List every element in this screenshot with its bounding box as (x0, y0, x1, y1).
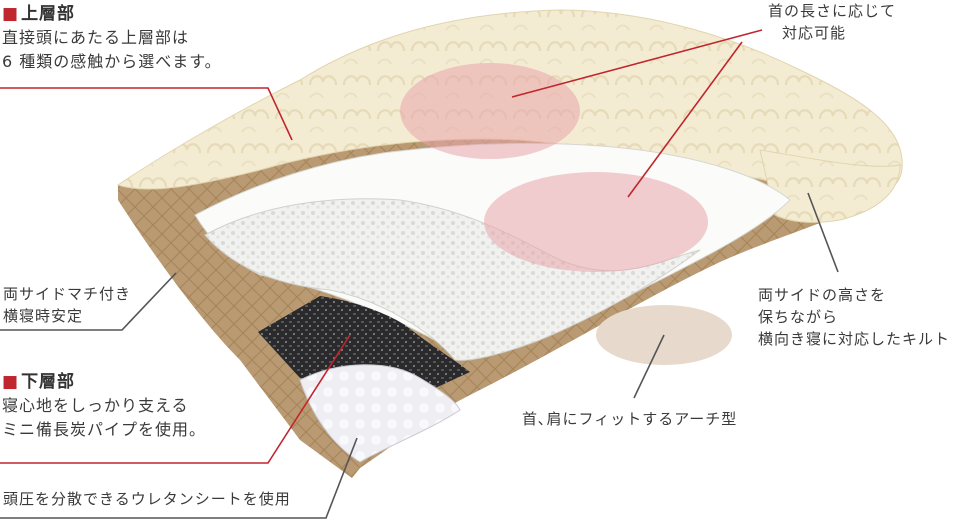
neck-length-leader-line-b (627, 41, 743, 198)
side-height-callout: 両サイドの高さを 保ちながら 横向き寝に対応したキルト (758, 284, 950, 350)
lower-layer-callout: ■下層部 寝心地をしっかり支える ミニ備長炭パイプを使用。 (2, 370, 206, 442)
urethane-leader-line (0, 437, 358, 519)
quilted-side (759, 149, 901, 223)
neck-length-line-1: 首の長さに応じて (768, 2, 897, 20)
lower-layer-line-2: ミニ備長炭パイプを使用。 (2, 420, 207, 439)
side-height-line-2: 保ちながら (758, 308, 839, 326)
urethane-sheet (299, 364, 461, 463)
neck-length-leader-line-a (511, 29, 763, 98)
side-gusset-callout: 両サイドマチ付き 横寝時安定 (3, 283, 131, 327)
neck-zone-lower (484, 172, 708, 272)
neck-length-callout: 首の長さに応じて 対応可能 (768, 0, 896, 44)
square-marker-icon: ■ (2, 4, 20, 24)
arch-leader-line (633, 334, 665, 399)
side-height-line-3: 横向き寝に対応したキルト (758, 330, 951, 348)
lower-layer-heading: ■下層部 (2, 372, 76, 392)
upper-layer-callout: ■上層部 直接頭にあたる上層部は 6 種類の感触から選べます。 (2, 2, 222, 74)
square-marker-icon: ■ (2, 372, 20, 392)
urethane-callout: 頭圧を分散できるウレタンシートを使用 (3, 488, 291, 510)
upper-layer-line-2: 6 種類の感触から選べます。 (2, 52, 222, 71)
side-gusset-line-2: 横寝時安定 (3, 307, 84, 325)
lower-layer-line-1: 寝心地をしっかり支える (2, 396, 189, 415)
side-height-line-1: 両サイドの高さを (758, 286, 887, 304)
charcoal-pipe-layer (258, 296, 470, 395)
side-height-leader-line (807, 192, 839, 273)
upper-pipe-filling (204, 198, 701, 361)
side-gusset-line-1: 両サイドマチ付き (3, 285, 132, 303)
lower-leader-line (0, 334, 351, 464)
side-gusset-leader-line (0, 272, 177, 331)
arch-text: 首､肩にフィットするアーチ型 (522, 410, 738, 428)
arch-callout: 首､肩にフィットするアーチ型 (522, 408, 737, 430)
upper-leader-line (0, 87, 293, 141)
upper-layer-line-1: 直接頭にあたる上層部は (2, 28, 190, 47)
upper-layer-heading: ■上層部 (2, 4, 76, 24)
urethane-text: 頭圧を分散できるウレタンシートを使用 (3, 490, 291, 508)
neck-zone-upper (400, 63, 580, 159)
neck-length-line-2: 対応可能 (782, 24, 847, 42)
